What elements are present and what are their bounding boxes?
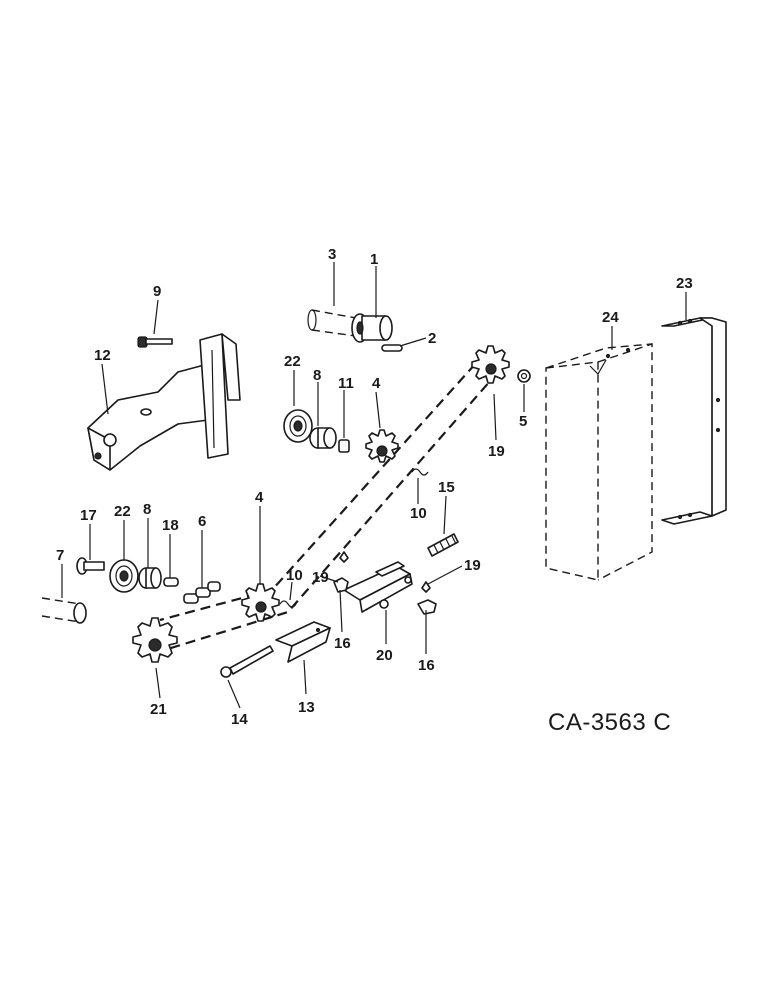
callout-7: 7 [56, 547, 64, 564]
sprocket-21 [132, 617, 178, 663]
callout-10-upper: 10 [410, 505, 427, 522]
callout-4-lower: 4 [255, 489, 264, 506]
sprocket-4-upper [365, 429, 399, 463]
pin-18 [163, 577, 179, 587]
shield-24 [545, 343, 653, 581]
callout-11: 11 [338, 375, 354, 392]
callout-6: 6 [198, 513, 206, 530]
callout-20: 20 [376, 647, 393, 664]
clip-10-upper [411, 468, 429, 476]
callout-1: 1 [370, 251, 378, 268]
callout-8-upper: 8 [313, 367, 321, 384]
bolt-9 [137, 336, 173, 348]
chain-link-6 [183, 581, 221, 604]
frame-23 [661, 317, 727, 525]
sprocket-4-lower [241, 583, 280, 622]
fitting-19-left [339, 551, 349, 563]
callout-2: 2 [428, 330, 436, 347]
pin-2 [381, 344, 403, 352]
callout-17: 17 [80, 507, 97, 524]
idler-22-upper [283, 409, 313, 443]
callout-13: 13 [298, 699, 315, 716]
leader-lines [61, 262, 687, 709]
clip-10-lower [279, 600, 297, 608]
spring-15 [427, 533, 459, 557]
callout-19-left: 19 [312, 569, 329, 586]
diagram-code: CA-3563 C [548, 709, 671, 736]
callouts: 1 2 3 4 4 5 6 7 8 8 9 10 10 11 12 13 14 … [56, 246, 693, 728]
callout-15: 15 [438, 479, 455, 496]
callout-23: 23 [676, 275, 693, 292]
shaft-3 [307, 309, 357, 337]
fitting-16-right [417, 599, 437, 615]
callout-22-lower: 22 [114, 503, 131, 520]
callout-8-lower: 8 [143, 501, 151, 518]
idler-22-lower [109, 559, 139, 593]
callout-3: 3 [328, 246, 336, 263]
callout-16-left: 16 [334, 635, 351, 652]
tensioner-20 [343, 561, 413, 613]
callout-4-upper: 4 [372, 375, 381, 392]
pin-11 [338, 439, 350, 453]
bracket-12 [87, 333, 241, 471]
sprocket-19-upper [471, 345, 510, 384]
callout-9: 9 [153, 283, 161, 300]
bushing-8-lower [138, 567, 162, 589]
shaft-7 [41, 597, 87, 624]
bushing-8-upper [309, 427, 337, 449]
callout-19-upper: 19 [488, 443, 505, 460]
callout-22-upper: 22 [284, 353, 301, 370]
callout-16-right: 16 [418, 657, 435, 674]
plate-13 [275, 621, 331, 663]
callout-10-lower: 10 [286, 567, 303, 584]
fitting-16-left [333, 577, 349, 593]
callout-24: 24 [602, 309, 619, 326]
fitting-19-right [421, 581, 431, 593]
callout-19-right: 19 [464, 557, 481, 574]
callout-5: 5 [519, 413, 527, 430]
callout-21: 21 [150, 701, 167, 718]
hub-1 [351, 313, 393, 343]
callout-12: 12 [94, 347, 111, 364]
callout-14: 14 [231, 711, 248, 728]
bolt-14 [220, 645, 274, 678]
bolt-17 [76, 557, 105, 575]
washer-5 [517, 369, 531, 383]
callout-18: 18 [162, 517, 179, 534]
